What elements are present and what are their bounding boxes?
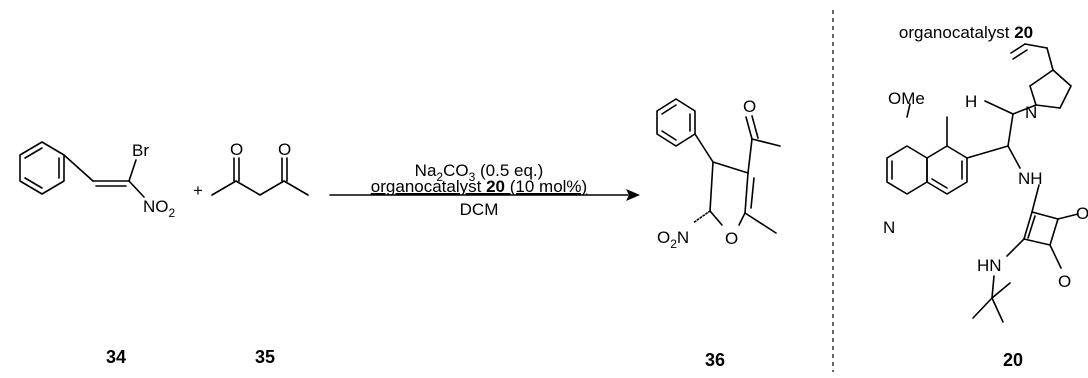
squaramide-oxygen-label-2: O [1058,272,1071,291]
squaramide-oxygen-label-1: O [1076,204,1088,223]
reagent-line-catalyst: organocatalyst 20 (10 mol%) [371,177,587,196]
acetyl-oxygen-label: O [743,97,756,116]
compound-number-34: 34 [106,347,126,367]
reaction-arrow [329,189,640,201]
quinuclidine-nitrogen-label: N [1025,103,1037,122]
compound-36-structure: O O O2N [656,97,781,251]
catalyst-header: organocatalyst 20 [899,23,1033,42]
ketone-oxygen-label-1: O [230,140,243,159]
amide-nh-label: NH [1018,169,1043,188]
plus-sign: + [193,181,203,200]
catalyst-20-structure: OMe H N N NH HN O O [883,43,1088,323]
quinoline-nitrogen-label: N [883,218,895,237]
compound-number-20: 20 [1003,350,1023,370]
compound-35-structure: O O [211,140,309,196]
methoxy-group-label: OMe [888,89,925,108]
compound-number-36: 36 [705,350,725,370]
nitro-group-label-product: O2N [657,228,689,251]
reagent-line-base: Na2CO3 (0.5 eq.) [415,161,544,184]
ring-oxygen-label: O [725,229,738,248]
compound-number-35: 35 [255,347,275,367]
bromine-atom-label: Br [132,141,149,160]
compound-34-structure: Br NO2 [19,141,176,220]
ketone-oxygen-label-2: O [278,140,291,159]
reagent-line-solvent: DCM [460,200,499,219]
tert-butyl-amine-label: HN [977,256,1002,275]
hydrogen-atom-label: H [965,92,977,111]
nitro-group-label: NO2 [143,197,176,220]
